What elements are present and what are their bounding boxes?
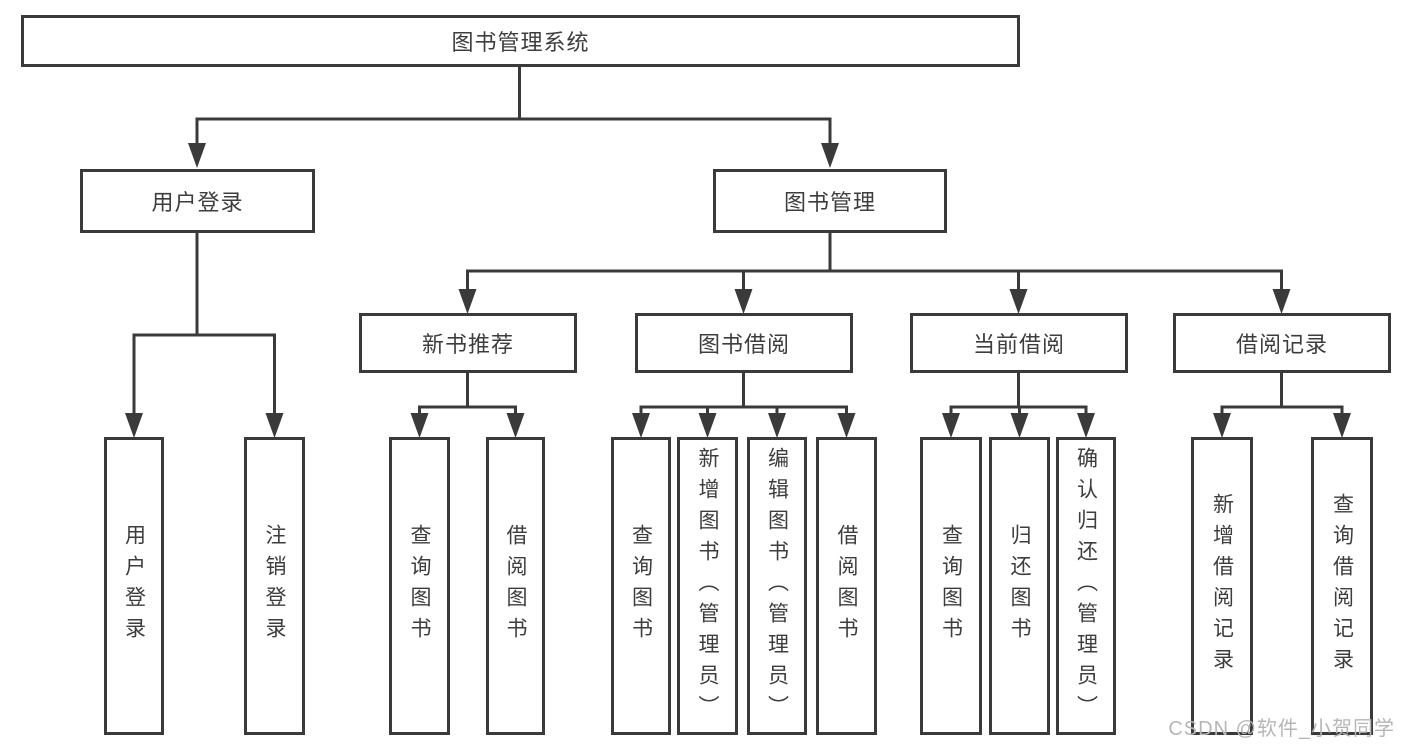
- leaf-query-book-1-label: 查询图书: [408, 524, 431, 648]
- leaf-borrow-book-2-label: 借阅图书: [835, 524, 858, 648]
- leaf-edit-book: 编辑图书（管理员）: [747, 437, 807, 735]
- node-book-borrow-label: 图书借阅: [697, 332, 790, 357]
- leaf-return-book: 归还图书: [989, 437, 1050, 735]
- node-current-borrow: 当前借阅: [910, 313, 1128, 373]
- leaf-query-book-2: 查询图书: [611, 437, 671, 735]
- leaf-edit-book-label: 编辑图书（管理员）: [765, 446, 789, 726]
- leaf-query-book-3: 查询图书: [920, 437, 982, 735]
- leaf-query-borrow-record: 查询借阅记录: [1311, 437, 1373, 735]
- leaf-logout: 注销登录: [244, 437, 305, 735]
- leaf-query-book-2-label: 查询图书: [629, 524, 653, 648]
- leaf-logout-label: 注销登录: [263, 524, 286, 648]
- leaf-add-borrow-record: 新增借阅记录: [1191, 437, 1253, 735]
- leaf-borrow-book-1-label: 借阅图书: [504, 524, 527, 648]
- leaf-return-book-label: 归还图书: [1008, 524, 1031, 648]
- leaf-confirm-return: 确认归还（管理员）: [1056, 437, 1116, 735]
- node-user-login-label: 用户登录: [151, 190, 244, 215]
- node-root: 图书管理系统: [21, 15, 1020, 67]
- leaf-query-borrow-record-label: 查询借阅记录: [1330, 493, 1354, 679]
- leaf-user-login: 用户登录: [104, 437, 164, 735]
- leaf-query-book-1: 查询图书: [389, 437, 450, 735]
- node-root-label: 图书管理系统: [451, 30, 590, 55]
- node-new-book-recommend: 新书推荐: [359, 313, 577, 373]
- node-book-management: 图书管理: [713, 169, 947, 233]
- node-borrow-records-label: 借阅记录: [1235, 332, 1328, 357]
- node-current-borrow-label: 当前借阅: [972, 332, 1065, 357]
- node-book-management-label: 图书管理: [783, 190, 876, 215]
- leaf-borrow-book-2: 借阅图书: [816, 437, 877, 735]
- leaf-confirm-return-label: 确认归还（管理员）: [1074, 446, 1098, 726]
- node-book-borrow: 图书借阅: [635, 313, 853, 373]
- node-borrow-records: 借阅记录: [1173, 313, 1391, 373]
- leaf-add-book: 新增图书（管理员）: [677, 437, 738, 735]
- watermark: CSDN @软件_小贺同学: [1168, 718, 1395, 740]
- leaf-add-borrow-record-label: 新增借阅记录: [1210, 493, 1234, 679]
- node-user-login: 用户登录: [80, 169, 315, 233]
- node-new-book-recommend-label: 新书推荐: [421, 332, 514, 357]
- leaf-add-book-label: 新增图书（管理员）: [696, 446, 719, 726]
- leaf-borrow-book-1: 借阅图书: [486, 437, 545, 735]
- leaf-user-login-label: 用户登录: [122, 524, 146, 648]
- leaf-query-book-3-label: 查询图书: [939, 524, 963, 648]
